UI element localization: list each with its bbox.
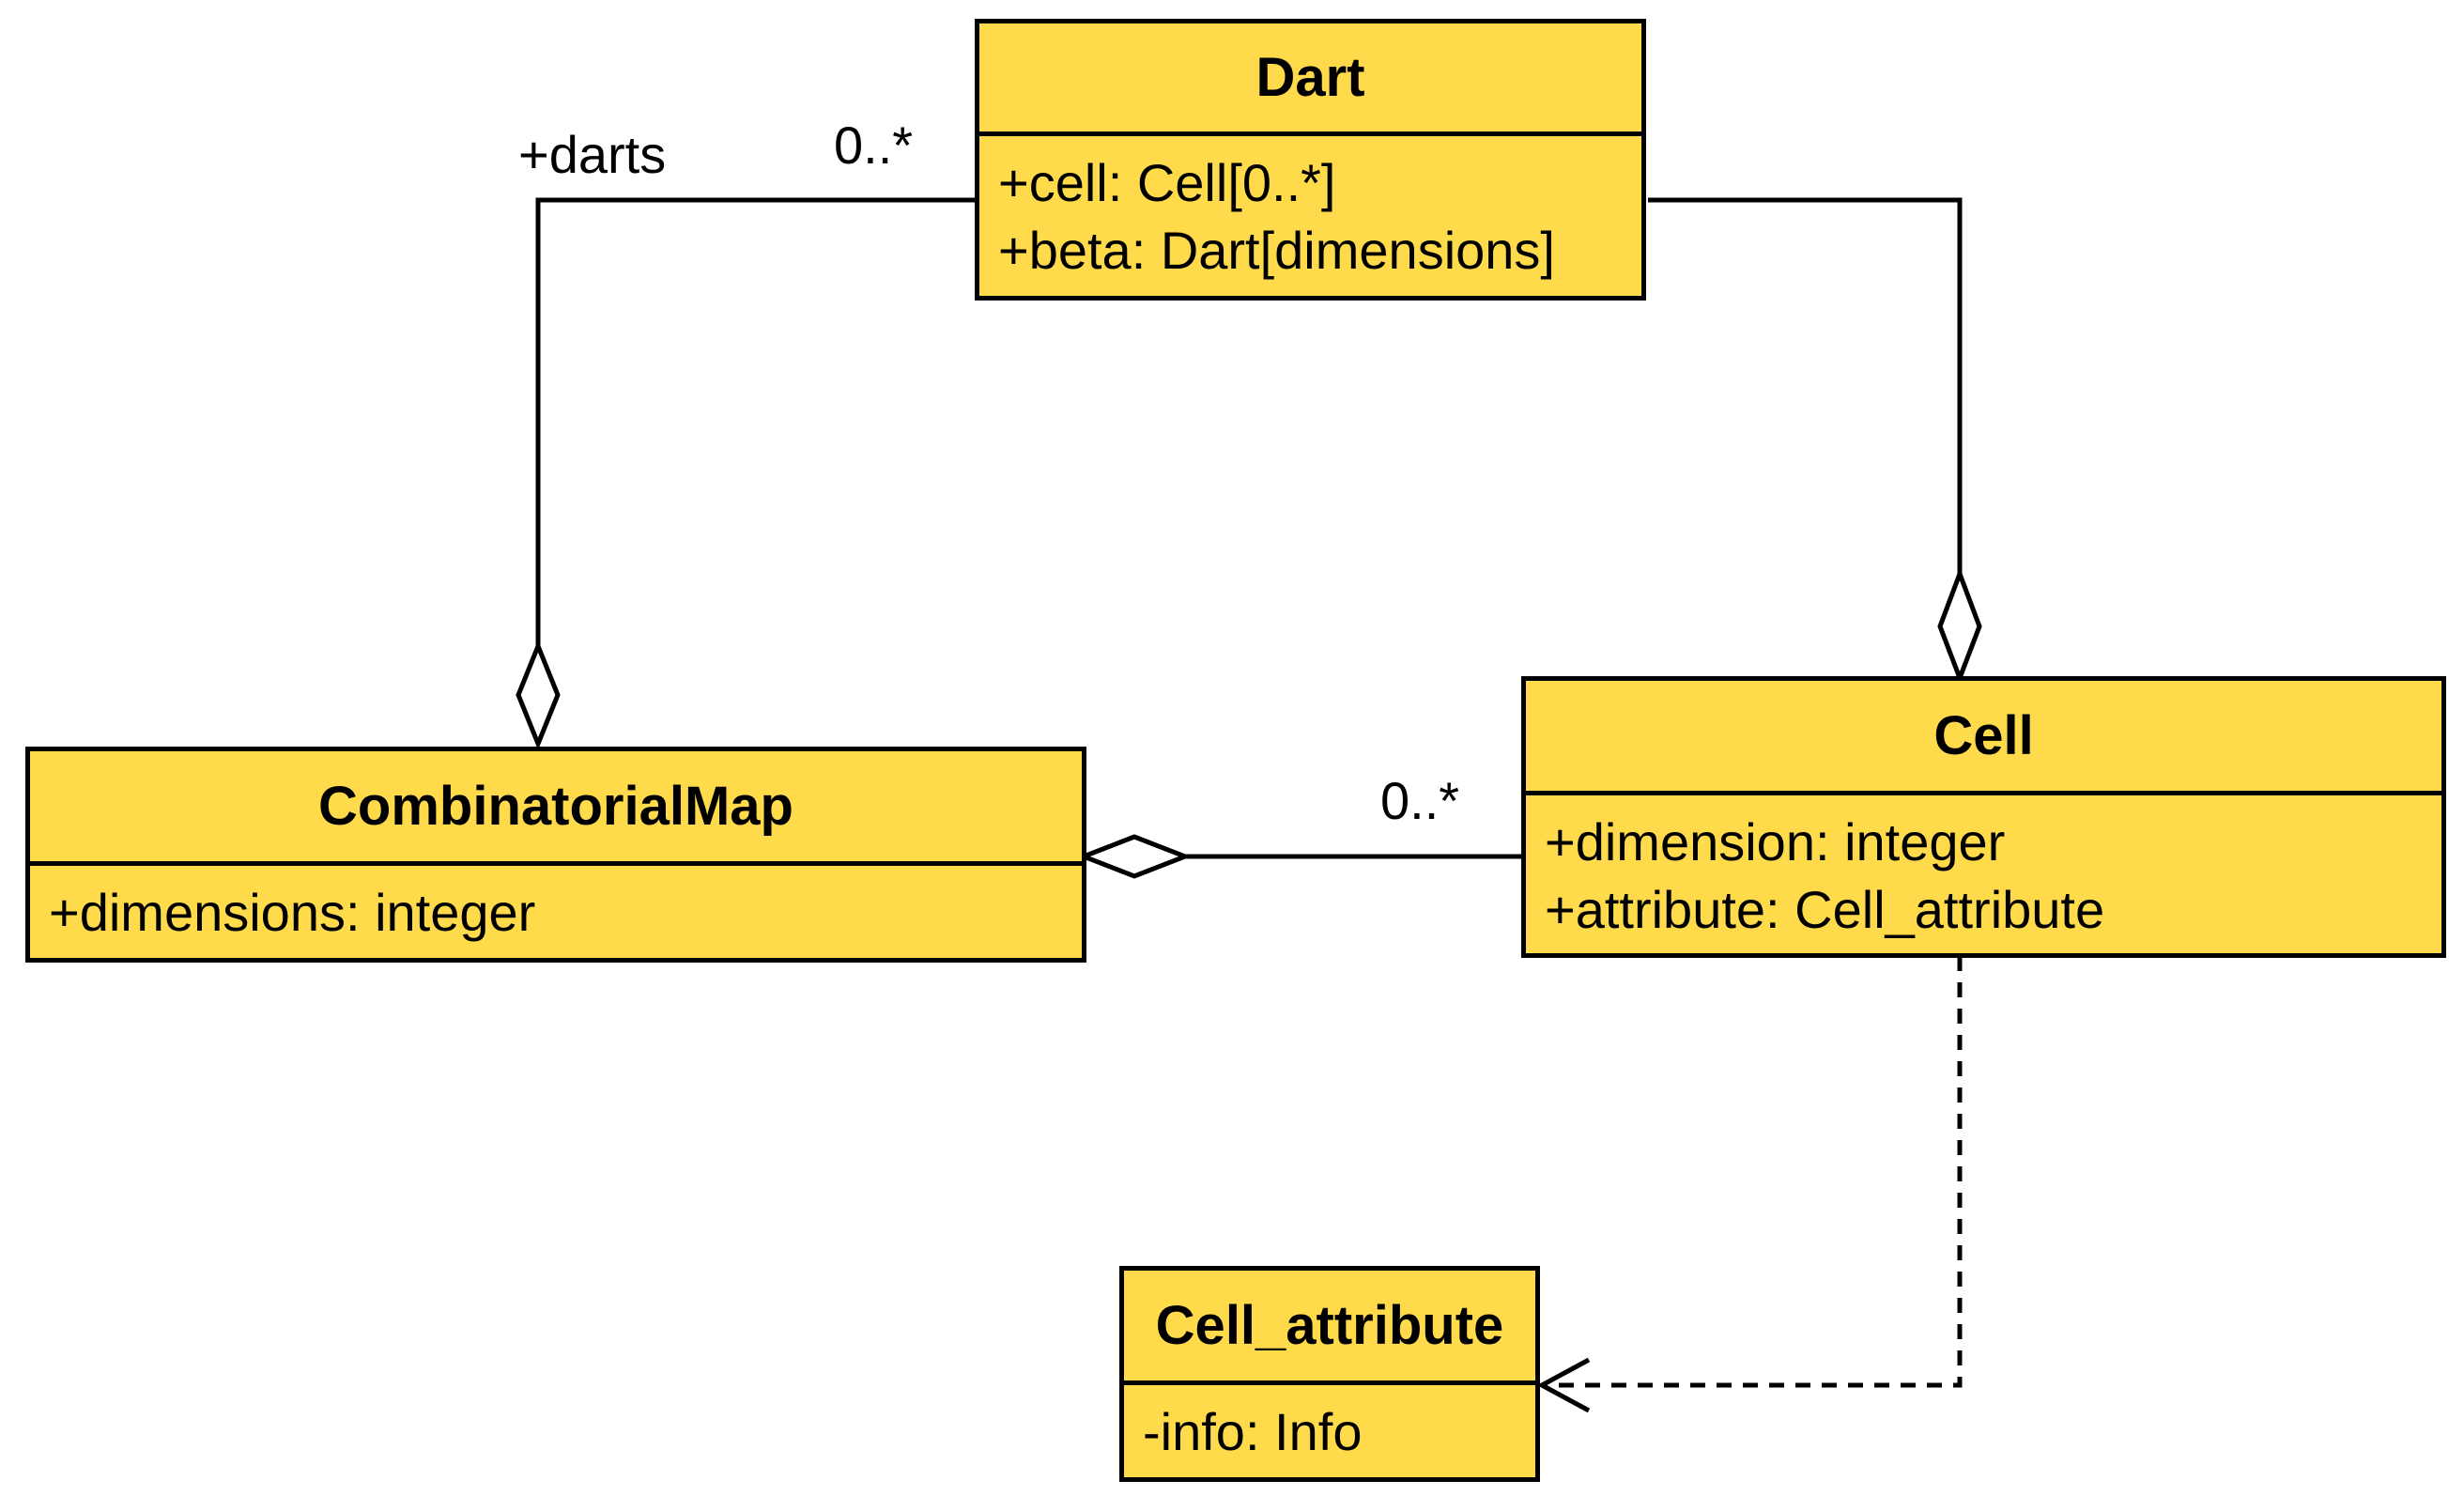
class-cell-attribute-attributes: -info: Info	[1124, 1385, 1535, 1466]
class-cell: Cell +dimension: integer +attribute: Cel…	[1521, 676, 2446, 958]
class-dart: Dart +cell: Cell[0..*] +beta: Dart[dimen…	[975, 19, 1646, 301]
class-combinatorial-map-attribute: +dimensions: integer	[49, 883, 536, 942]
map-darts-association-line	[535, 197, 975, 648]
class-cell-attributes: +dimension: integer +attribute: Cell_att…	[1526, 795, 2441, 944]
class-cell-name: Cell	[1526, 681, 2441, 795]
class-dart-attributes: +cell: Cell[0..*] +beta: Dart[dimensions…	[979, 136, 1641, 285]
map-cells-aggregation-diamond	[1077, 834, 1192, 879]
class-cell-attribute: +dimension: integer	[1545, 812, 2006, 871]
cell-attribute-dependency-arrowhead	[1536, 1357, 1591, 1413]
class-cell-attribute: Cell_attribute -info: Info	[1119, 1266, 1540, 1482]
map-darts-aggregation-diamond	[516, 640, 561, 750]
class-combinatorial-map-name: CombinatorialMap	[30, 751, 1082, 866]
cell-attribute-dependency-line	[1542, 956, 1963, 1388]
map-darts-multiplicity-label: 0..*	[834, 116, 914, 175]
cell-darts-aggregation-diamond	[1937, 566, 1982, 686]
cell-darts-association-line	[1648, 197, 1963, 574]
class-dart-attribute: +beta: Dart[dimensions]	[998, 221, 1555, 280]
class-cell-attribute-attribute: -info: Info	[1143, 1402, 1363, 1461]
class-combinatorial-map-attributes: +dimensions: integer	[30, 866, 1082, 947]
map-darts-role-label: +darts	[518, 125, 667, 184]
class-cell-attribute-name: Cell_attribute	[1124, 1271, 1535, 1385]
class-cell-attribute: +attribute: Cell_attribute	[1545, 880, 2105, 939]
class-dart-attribute: +cell: Cell[0..*]	[998, 153, 1336, 212]
map-cells-multiplicity-label: 0..*	[1380, 771, 1460, 830]
class-combinatorial-map: CombinatorialMap +dimensions: integer	[25, 747, 1086, 963]
class-dart-name: Dart	[979, 23, 1641, 136]
